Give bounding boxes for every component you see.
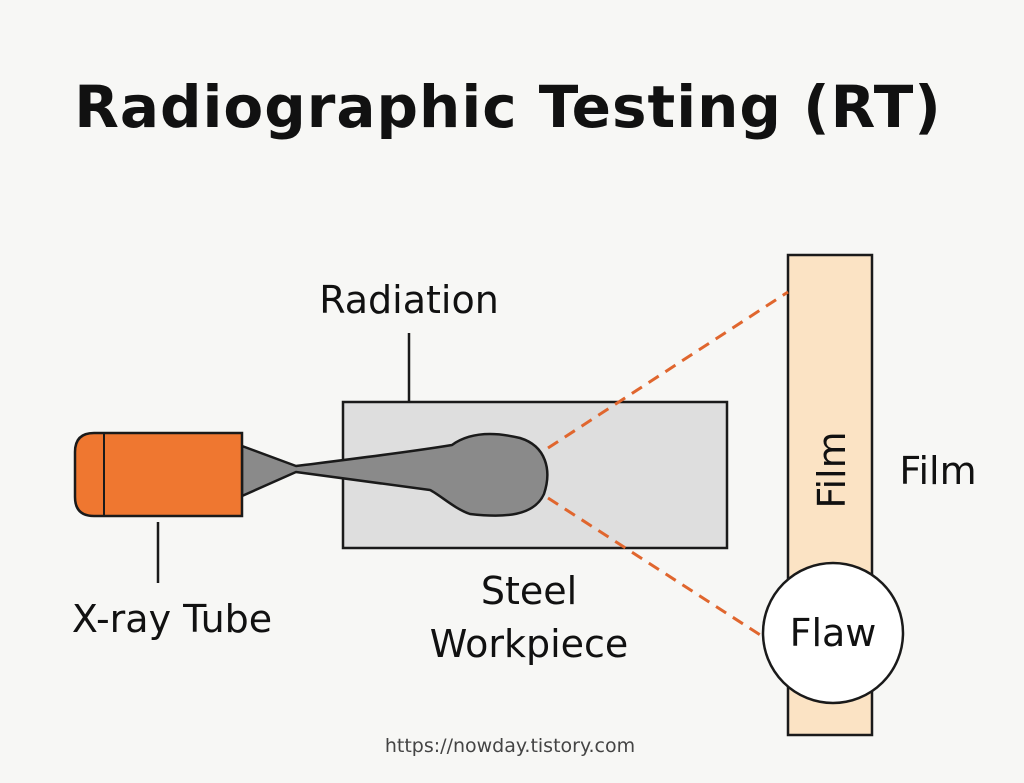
footer-url: https://nowday.tistory.com [385, 735, 635, 757]
dashed-ray-lower [547, 496, 769, 642]
flaw-circle [761, 561, 905, 705]
film-vertical-label: Film [810, 431, 854, 508]
flaw-label: Flaw [790, 611, 877, 655]
dashed-ray-upper [547, 290, 789, 450]
xray-tube [73, 431, 244, 518]
film-side-label: Film [899, 449, 976, 493]
workpiece-label-line1: Steel [481, 569, 577, 613]
radiation-label: Radiation [319, 278, 499, 322]
radiation-beam [240, 432, 549, 517]
workpiece-label-line2: Workpiece [430, 622, 629, 666]
diagram-title: Radiographic Testing (RT) [74, 73, 942, 141]
xray-tube-label: X-ray Tube [72, 597, 272, 641]
